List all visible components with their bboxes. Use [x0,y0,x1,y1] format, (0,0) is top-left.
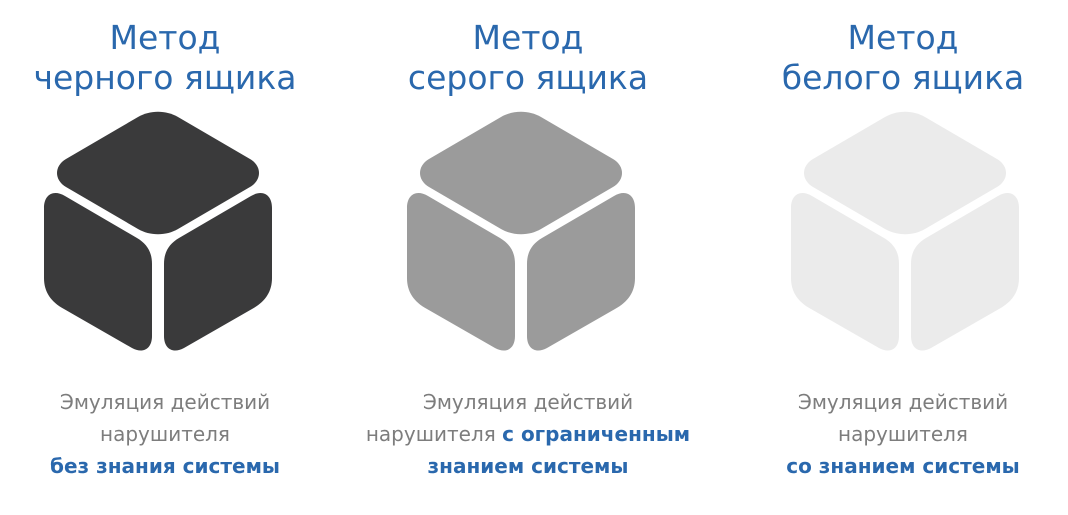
method-title-line2: черного ящика [33,58,297,97]
grey-cube-icon [407,111,635,351]
method-title-line1: Метод [472,18,584,57]
method-description: Эмуляция действий нарушителя с ограничен… [363,386,693,482]
description-line3-highlight: со знанием системы [786,454,1020,478]
method-title: Метод черного ящика [0,18,330,98]
method-card-white-box: Метод белого ящика Эмуляция действий нар… [738,0,1068,515]
method-title: Метод серого ящика [363,18,693,98]
method-title-line1: Метод [847,18,959,57]
description-line1: Эмуляция действий [797,390,1009,414]
description-line3-highlight: без знания системы [50,454,280,478]
description-line1: Эмуляция действий [422,390,634,414]
method-card-grey-box: Метод серого ящика Эмуляция действий нар… [363,0,693,515]
description-line1: Эмуляция действий [59,390,271,414]
method-title-line2: белого ящика [781,58,1025,97]
method-title-line2: серого ящика [407,58,649,97]
method-description: Эмуляция действий нарушителя со знанием … [738,386,1068,482]
method-description: Эмуляция действий нарушителя без знания … [0,386,330,482]
white-cube-icon [791,111,1019,351]
description-line2-text: нарушителя [365,422,503,446]
black-cube-icon [44,111,272,351]
description-line3-highlight: знанием системы [427,454,629,478]
description-line2: нарушителя [738,418,1068,450]
description-line2: нарушителя с ограниченным [363,418,693,450]
description-line2-text: нарушителя [838,422,968,446]
method-title-line1: Метод [109,18,221,57]
method-card-black-box: Метод черного ящика Эмуляция действий на… [0,0,330,515]
method-title: Метод белого ящика [738,18,1068,98]
description-line2-highlight: с ограниченным [502,422,691,446]
description-line2-text: нарушителя [100,422,230,446]
description-line2: нарушителя [0,418,330,450]
